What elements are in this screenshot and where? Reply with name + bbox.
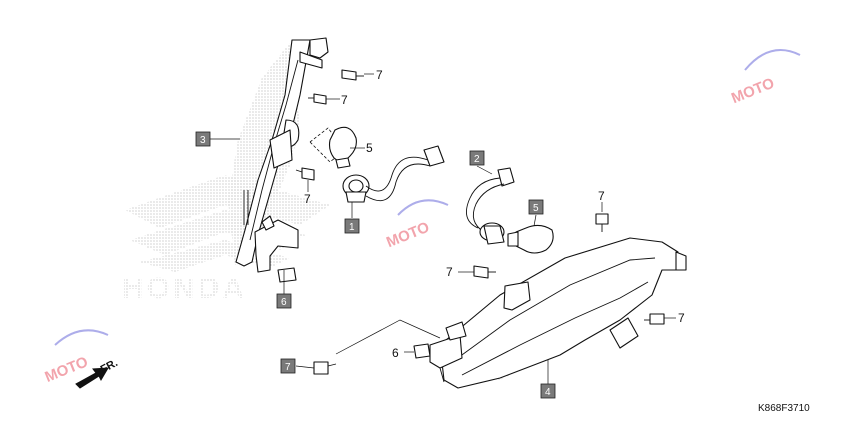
honda-wing-logo (125, 175, 330, 272)
watermark-top-right: MOTO (729, 49, 801, 108)
screw-7f (644, 313, 665, 325)
callout-7-center: 7 (446, 265, 453, 279)
screw-7d (595, 213, 609, 232)
clip-nut-left (277, 267, 297, 283)
callout-box-2: 2 (469, 150, 485, 166)
svg-text:5: 5 (533, 203, 539, 214)
callout-5-left: 5 (366, 141, 373, 155)
svg-text:2: 2 (474, 154, 480, 165)
screw-7c (295, 167, 315, 181)
clip-nut-right (413, 343, 431, 359)
svg-text:3: 3 (200, 135, 206, 146)
screw-7e (473, 265, 496, 279)
callout-box-4: 4 (540, 383, 556, 399)
watermark-center: MOTO (384, 199, 449, 252)
left-bulb-socket-harness (309, 126, 445, 203)
svg-text:4: 4 (545, 387, 551, 398)
screw-7a (341, 69, 364, 81)
callout-box-3: 3 (195, 131, 211, 147)
right-turn-signal-lens (429, 237, 687, 389)
callout-7-top: 7 (376, 68, 383, 82)
svg-text:FR.: FR. (99, 357, 120, 376)
right-bulb-socket-harness (465, 167, 554, 254)
callout-7-left-mid: 7 (304, 192, 311, 206)
drawing-code: K868F3710 (758, 403, 810, 414)
callout-7-upper-left: 7 (341, 93, 348, 107)
svg-text:1: 1 (349, 222, 355, 233)
leader-lines (210, 73, 676, 384)
svg-text:6: 6 (281, 297, 287, 308)
callout-box-1: 1 (344, 218, 360, 234)
screw-7b (308, 93, 327, 105)
callout-box-7: 7 (280, 358, 296, 374)
svg-text:MOTO: MOTO (384, 219, 432, 252)
watermark-bottom-left: MOTO (43, 329, 109, 386)
callout-7-right: 7 (678, 311, 685, 325)
svg-text:7: 7 (285, 362, 291, 373)
honda-wordmark: HONDA (122, 272, 247, 305)
callout-box-5: 5 (528, 199, 544, 215)
svg-text:MOTO: MOTO (729, 75, 777, 108)
left-turn-signal-lens (228, 37, 329, 273)
screw-7g (313, 361, 337, 375)
callout-box-6: 6 (276, 293, 292, 309)
callout-6-right: 6 (392, 346, 399, 360)
callout-7-right-top: 7 (598, 189, 605, 203)
